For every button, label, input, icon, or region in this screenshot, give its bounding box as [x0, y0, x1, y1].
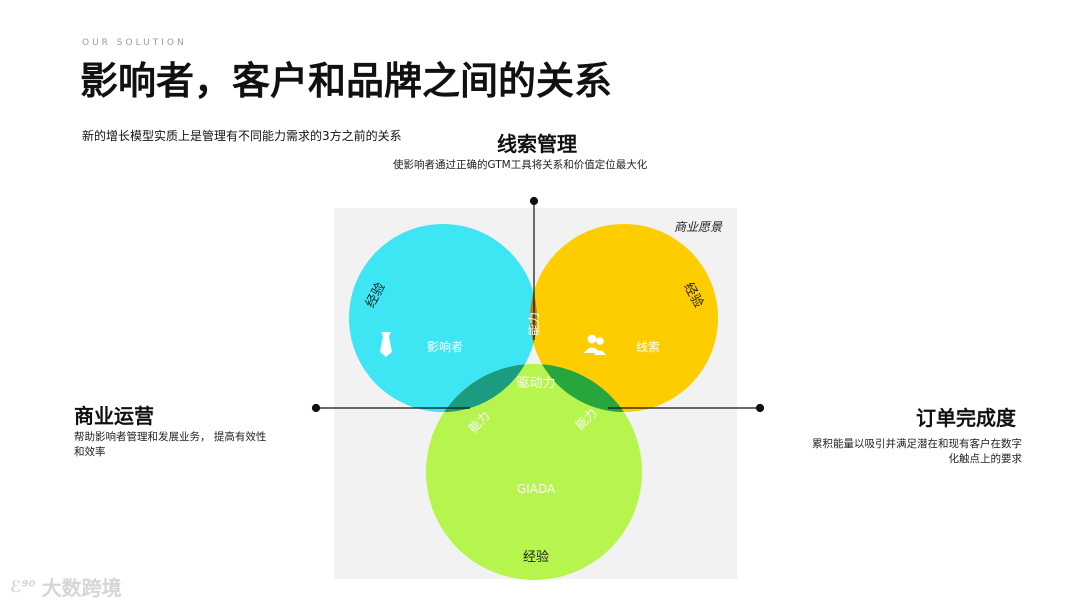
giada-circle — [426, 364, 642, 580]
order-completion-heading: 订单完成度 — [916, 406, 1016, 430]
influencer-label: 影响者 — [427, 339, 463, 354]
order-completion-description: 累积能量以吸引并满足潜在和现有客户在数字化触点上的要求 — [812, 438, 1022, 465]
lead-management-heading: 线索管理 — [497, 132, 577, 156]
page-subtitle: 新的增长模型实质上是管理有不同能力需求的3方之前的关系 — [82, 129, 402, 143]
giada-label: GIADA — [517, 482, 556, 496]
business-ops-heading: 商业运营 — [74, 404, 154, 428]
lead-management-description: 使影响者通过正确的GTM工具将关系和价值定位最大化 — [393, 159, 648, 171]
lead-label: 线索 — [636, 340, 660, 354]
watermark: ℰ⁹⁰ 大数跨境 — [10, 572, 122, 601]
panel-label: 商业愿景 — [674, 220, 723, 234]
connector-right-dot — [755, 403, 765, 413]
watermark-text: 大数跨境 — [41, 576, 122, 600]
watermark-logo-icon: ℰ⁹⁰ — [10, 577, 36, 596]
influencer-circle — [349, 224, 537, 412]
overlap-top-label: 能力 — [527, 312, 541, 336]
tie-icon — [380, 332, 392, 357]
connector-left-dot — [311, 403, 321, 413]
center-label: 驱动力 — [516, 376, 555, 391]
lead-circle — [530, 224, 718, 412]
giada-ring-label: 经验 — [523, 549, 549, 565]
page-title: 影响者，客户和品牌之间的关系 — [80, 59, 613, 103]
connector-top-dot — [529, 196, 539, 206]
people-icon — [584, 334, 606, 355]
business-ops-description: 帮助影响者管理和发展业务， 提高有效性和效率 — [74, 431, 267, 458]
eyebrow: OUR SOLUTION — [82, 38, 187, 48]
